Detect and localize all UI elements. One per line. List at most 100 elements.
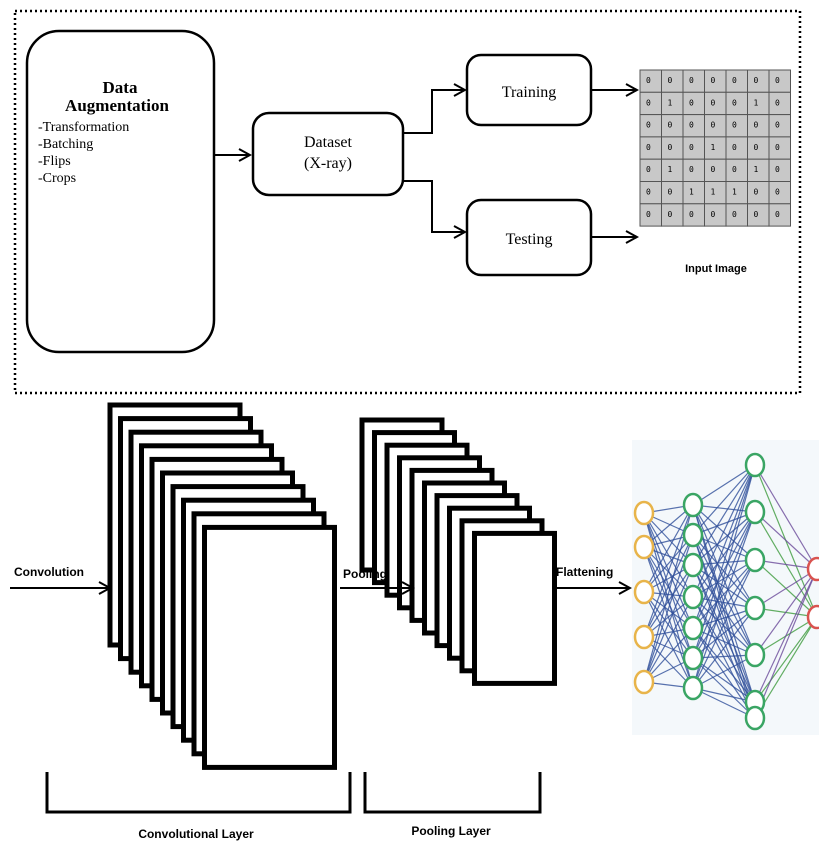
network-edge <box>692 511 756 566</box>
network-edge <box>692 504 756 719</box>
matrix-cell-value: 0 <box>668 210 673 219</box>
matrix-cell-value: 0 <box>732 210 737 219</box>
pooling-feature-maps <box>359 417 557 686</box>
dataset-label: Dataset <box>304 134 353 151</box>
augmentation-item: -Crops <box>38 171 76 186</box>
testing-label: Testing <box>506 231 553 248</box>
matrix-cell-value: 1 <box>711 143 716 152</box>
network-edge <box>754 559 818 570</box>
matrix-cell-value: 0 <box>668 188 673 197</box>
network-node <box>633 579 655 605</box>
network-node <box>682 522 704 548</box>
network-edge <box>692 687 756 703</box>
network-edge <box>692 504 756 703</box>
network-node <box>682 675 704 701</box>
network-edge <box>643 504 694 638</box>
network-edge <box>692 596 756 609</box>
network-edge <box>692 464 756 566</box>
augmentation-box <box>25 29 216 354</box>
network-edge <box>643 546 694 629</box>
matrix-cell-value: 0 <box>754 210 759 219</box>
matrix-cell-value: 0 <box>754 76 759 85</box>
pooling-layer-bracket <box>363 772 542 814</box>
augmentation-item: -Flips <box>38 154 71 169</box>
matrix-cell-value: 0 <box>732 121 737 130</box>
input-image-caption: Input Image <box>685 263 747 275</box>
matrix-cell-value: 0 <box>711 165 716 174</box>
matrix-cell-value: 1 <box>732 188 737 197</box>
matrix-cell-value: 0 <box>646 143 651 152</box>
network-node <box>682 492 704 518</box>
network-edge <box>643 564 694 683</box>
matrix-cell-value: 0 <box>775 143 780 152</box>
matrix-cell-value: 1 <box>711 188 716 197</box>
network-node <box>682 645 704 671</box>
network-node <box>806 604 819 630</box>
network-edge <box>692 596 756 703</box>
network-edge <box>754 464 818 570</box>
matrix-cell-value: 1 <box>668 98 673 107</box>
network-edge <box>643 546 694 659</box>
matrix-cell-value: 0 <box>775 210 780 219</box>
matrix-cell-value: 0 <box>689 210 694 219</box>
convolutional-feature-maps <box>107 402 337 770</box>
network-edge <box>643 564 694 638</box>
matrix-cell-value: 0 <box>775 165 780 174</box>
network-edge <box>692 464 756 689</box>
network-edge <box>692 464 756 536</box>
matrix-cell-value: 0 <box>754 188 759 197</box>
network-edge <box>692 464 756 629</box>
network-edge <box>692 504 756 513</box>
matrix-cell-value: 0 <box>754 143 759 152</box>
network-node <box>744 547 766 573</box>
network-edge <box>692 511 756 659</box>
matrix-cell-value: 0 <box>775 121 780 130</box>
network-edge <box>692 559 756 689</box>
matrix-cell-value: 1 <box>754 98 759 107</box>
network-edge <box>692 534 756 656</box>
augmentation-title-2: Augmentation <box>65 96 169 115</box>
convolutional-layer-bracket <box>45 772 352 814</box>
network-edge <box>692 607 756 689</box>
network-edge <box>754 568 818 719</box>
matrix-cell-value: 0 <box>732 143 737 152</box>
matrix-cell-value: 0 <box>732 165 737 174</box>
matrix-cell-value: 1 <box>689 188 694 197</box>
network-node <box>744 452 766 478</box>
convolution-label: Convolution <box>14 565 84 579</box>
pooling-label: Pooling <box>343 567 387 581</box>
network-edge <box>692 464 756 506</box>
network-node <box>744 595 766 621</box>
matrix-cell-value: 0 <box>689 76 694 85</box>
network-node <box>682 552 704 578</box>
matrix-cell-value: 0 <box>646 76 651 85</box>
network-node <box>744 499 766 525</box>
arrow-dataset-to-training <box>403 90 465 134</box>
network-edge <box>643 627 694 683</box>
matrix-cell-value: 0 <box>689 165 694 174</box>
network-edge <box>754 568 818 703</box>
network-node <box>744 642 766 668</box>
network-edge <box>692 534 756 609</box>
matrix-cell-value: 0 <box>689 98 694 107</box>
flattening-label: Flattening <box>556 565 613 579</box>
matrix-cell-value: 0 <box>646 98 651 107</box>
dataset-sublabel: (X-ray) <box>304 155 352 172</box>
network-edge <box>692 627 756 719</box>
matrix-cell-value: 0 <box>668 121 673 130</box>
matrix-cell-value: 0 <box>775 188 780 197</box>
network-edge <box>692 511 756 598</box>
network-edge <box>692 504 756 561</box>
matrix-cell-value: 0 <box>732 76 737 85</box>
matrix-cell-value: 0 <box>754 121 759 130</box>
network-edge <box>643 596 694 683</box>
matrix-cell-value: 0 <box>711 210 716 219</box>
matrix-cell-value: 1 <box>754 165 759 174</box>
preprocessing-frame <box>13 9 802 395</box>
network-edge <box>754 616 818 719</box>
matrix-cell-value: 0 <box>732 98 737 107</box>
matrix-cell-value: 1 <box>668 165 673 174</box>
network-edge <box>692 559 756 629</box>
